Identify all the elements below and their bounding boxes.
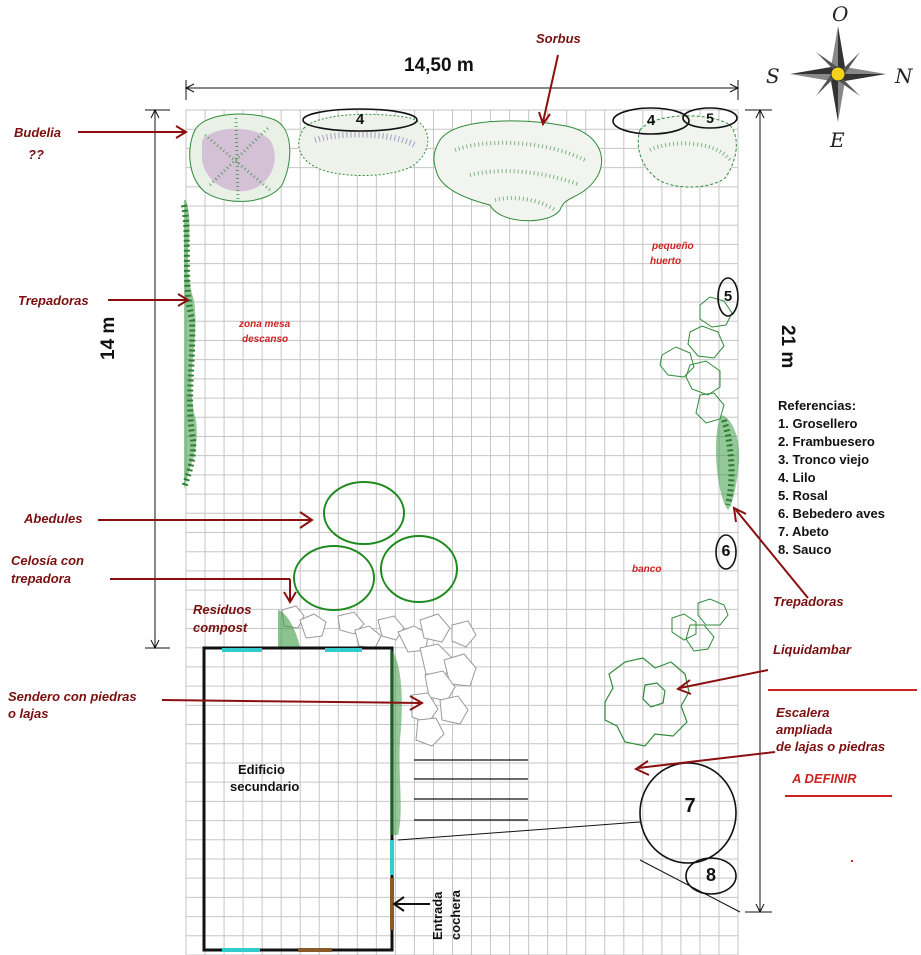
escalera-label-3: de lajas o piedras [776, 739, 886, 754]
compass-rose [790, 26, 886, 122]
left-climbers-label: Trepadoras [18, 293, 89, 308]
abedules-label: Abedules [24, 511, 83, 526]
banco-label: banco [632, 564, 662, 575]
width-dimension-label: 14,50 m [404, 55, 474, 76]
lilo-number-a: 4 [355, 111, 365, 128]
lilo-marker-right [612, 107, 690, 135]
liquidambar-label: Liquidambar [773, 642, 852, 657]
compass-west-label: O [832, 2, 849, 26]
secondary-building [202, 646, 394, 952]
sauco-marker [685, 857, 737, 895]
pequeno-label: pequeño [652, 241, 694, 252]
red-underlines [768, 689, 917, 862]
descanso-label: descanso [242, 334, 289, 345]
left-climbers-hedge [181, 200, 197, 490]
sauco-number: 8 [705, 865, 716, 885]
sendero-label: Sendero con piedras [8, 689, 137, 704]
references-list: 1. Grosellero 2. Frambuesero 3. Tronco v… [778, 415, 885, 559]
lilo-marker-left [302, 108, 418, 132]
lilo-number-b: 4 [646, 112, 656, 129]
budelia-shrub [189, 113, 291, 202]
reference-item: 1. Grosellero [778, 416, 858, 431]
reference-item: 7. Abeto [778, 524, 829, 539]
right-height-label: 21 m [777, 325, 798, 369]
width-dimension-line [184, 80, 740, 100]
abedules-trees [293, 481, 458, 611]
left-height-label: 14 m [98, 316, 119, 360]
building-label-2: secundario [230, 779, 300, 794]
reference-item: 8. Sauco [778, 542, 832, 557]
abeto-number: 7 [684, 795, 696, 817]
rosal-marker-top [682, 107, 738, 129]
plan-grid [185, 109, 739, 955]
compost-label: compost [193, 620, 248, 635]
entrance-label-1: Entrada [430, 891, 445, 940]
rosal-number-right: 5 [723, 288, 733, 305]
reference-item: 2. Frambuesero [778, 434, 875, 449]
celosia-label-2: trepadora [11, 571, 71, 586]
entrance-label-2: cochera [448, 890, 463, 940]
bebedero-number: 6 [721, 543, 731, 560]
stepping-stones [281, 605, 477, 747]
a-definir-label: A DEFINIR [792, 771, 857, 786]
entrance-arrow [392, 896, 430, 912]
compass-north-label: N [895, 64, 913, 88]
bebedero-marker [715, 534, 737, 570]
rosal-marker-right [717, 277, 739, 317]
compass-east-label: E [830, 128, 845, 152]
liquidambar-tree [604, 657, 690, 747]
reference-item: 6. Bebedero aves [778, 506, 885, 521]
annotation-arrows [78, 54, 809, 776]
building-label-1: Edificio [238, 762, 285, 777]
reference-item: 4. Lilo [778, 470, 816, 485]
compost-plants [278, 610, 300, 648]
residuos-label: Residuos [193, 602, 252, 617]
sendero-label-2: o lajas [8, 706, 49, 721]
celosia-label: Celosía con [11, 553, 84, 568]
sorbus-label: Sorbus [536, 31, 581, 46]
right-climbers [716, 415, 740, 510]
rosal-number-top: 5 [706, 110, 714, 126]
huerto-label: huerto [650, 256, 682, 267]
building-climbers [390, 648, 402, 835]
right-lower-shrubs [671, 598, 729, 652]
compass-south-label: S [766, 64, 780, 88]
budelia-question: ?? [28, 147, 44, 162]
reference-item: 5. Rosal [778, 488, 828, 503]
right-climbers-label: Trepadoras [773, 594, 844, 609]
budelia-label: Budelia [14, 125, 61, 140]
zona-mesa-label: zona mesa [239, 319, 291, 330]
references-title: Referencias: [778, 398, 857, 413]
escalera-label-2: ampliada [776, 722, 833, 737]
escalera-label: Escalera [776, 705, 830, 720]
reference-item: 3. Tronco viejo [778, 452, 870, 467]
left-height-dimension-line [145, 108, 170, 650]
right-height-dimension-line [745, 108, 772, 914]
